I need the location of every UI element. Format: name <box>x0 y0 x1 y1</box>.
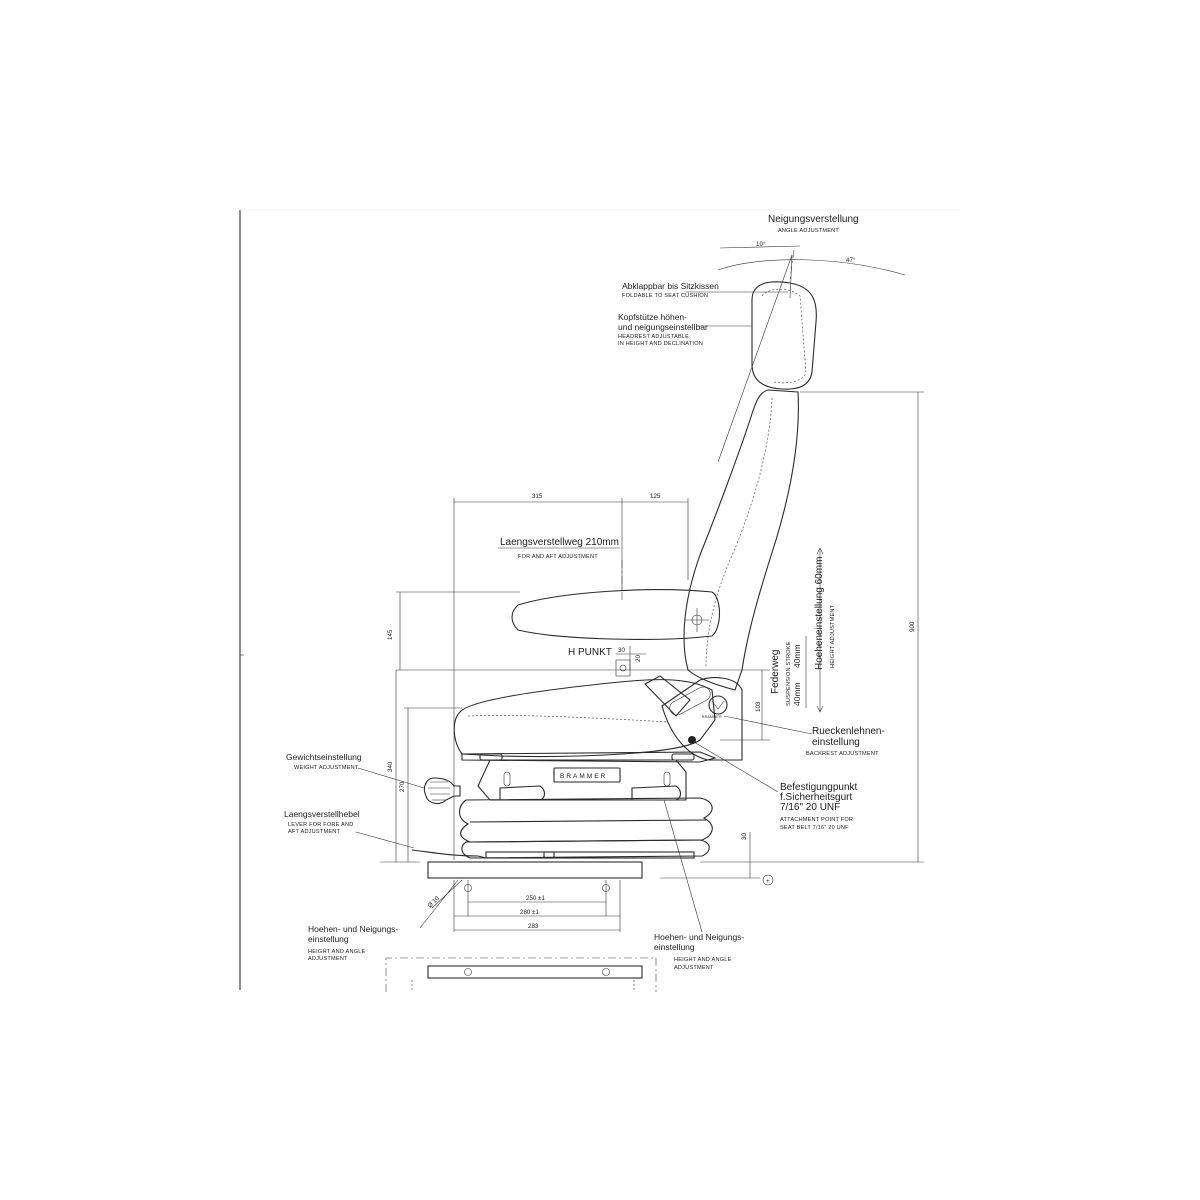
leader-lines <box>355 291 813 933</box>
dim-250: 250 ±1 <box>526 895 545 902</box>
ruecken-label-1: Rueckenlehnen- <box>812 726 885 737</box>
dim-20: 20 <box>635 655 642 662</box>
seat-cushion <box>453 675 743 763</box>
dim-30-h: 30 <box>618 647 625 654</box>
federweg-40-a: 40mm <box>792 644 802 668</box>
laengsweg-sub: FOR AND AFT ADJUSTMENT <box>518 554 598 560</box>
befestigung-sub-2: SEAT BELT 7/16" 20 UNF <box>780 825 849 831</box>
laengshebel-sub-1: LEVER FOR FORE AND <box>288 822 353 828</box>
base-plate <box>380 861 774 992</box>
laengshebel-sub-2: AFT ADJUSTMENT <box>288 829 340 835</box>
befestigung-sub-1: ATTACHMENT POINT FOR <box>780 817 853 823</box>
angle-10: 10° <box>756 241 766 248</box>
neigung-sub: ANGLE ADJUSTMENT <box>778 228 839 234</box>
abklappbar-sub: FOLDABLE TO SEAT CUSHION <box>622 293 708 299</box>
suspension-unit <box>411 753 713 859</box>
headrest <box>717 245 906 463</box>
federweg-sub: SUSPENSION STROKE <box>786 641 792 706</box>
backrest <box>511 389 799 691</box>
hoehen-neig-left-2: einstellung <box>308 934 349 944</box>
dim-145: 145 <box>387 629 394 640</box>
befestigung-label-3: 7/16" 20 UNF <box>780 802 840 813</box>
hoehe-sub: HEIGHT ADJUSTMENT <box>830 604 836 668</box>
neigung-label: Neigungsverstellung <box>768 214 859 225</box>
federweg-label: Federweg <box>770 650 781 694</box>
dim-315: 315 <box>532 493 543 500</box>
hoehe-label: Hoeheneinstellung 60mm <box>814 557 825 670</box>
befestigung-label-1: Befestigungpunkt <box>780 782 858 793</box>
dim-hole: Ø 10 <box>426 895 441 910</box>
ruecken-sub: BACKREST ADJUSTMENT <box>806 751 879 757</box>
gewicht-label: Gewichtseinstellung <box>286 752 362 762</box>
hoehen-neig-left-1: Hoehen- und Neigungs- <box>308 924 398 934</box>
gewicht-sub: WEIGHT ADJUSTMENT <box>294 765 359 771</box>
annotations: Neigungsverstellung ANGLE ADJUSTMENT 10°… <box>284 214 916 971</box>
brand-plate: BRAMMER <box>560 773 607 780</box>
dim-283: 283 <box>528 923 539 930</box>
dim-103: 103 <box>755 701 762 712</box>
hoehen-neig-left-sub-1: HEIGHT AND ANGLE <box>308 949 366 955</box>
kopfstuetze-label-1: Kopfstütze höhen- <box>618 312 687 322</box>
befestigung-label-2: f.Sicherheitsgurt <box>780 792 852 803</box>
kopfstuetze-sub-1: HEADREST ADJUSTABLE <box>618 334 689 340</box>
ruecken-label-2: einstellung <box>812 737 860 748</box>
drawing-frame <box>239 209 960 990</box>
hoehen-neig-right-sub-2: ADJUSTMENT <box>674 965 714 971</box>
dim-280: 280 ±1 <box>520 909 539 916</box>
dim-270: 270 <box>399 781 406 792</box>
dimension-lines <box>395 391 924 878</box>
hoehen-neig-left-sub-2: ADJUSTMENT <box>308 956 348 962</box>
dim-340: 340 <box>387 761 394 772</box>
angle-47: 47° <box>846 257 856 264</box>
laengsweg-label: Laengsverstellweg 210mm <box>500 537 619 548</box>
dim-30-v: 30 <box>741 833 748 840</box>
brand-small: BRAMMER <box>702 715 722 719</box>
dim-plus: + <box>766 878 770 885</box>
hoehen-neig-right-1: Hoehen- und Neigungs- <box>654 932 744 942</box>
kopfstuetze-sub-2: IN HEIGHT AND DECLINATION <box>618 341 703 347</box>
hoehen-neig-right-sub-1: HEIGHT AND ANGLE <box>674 957 732 963</box>
laengshebel-label: Laengsverstellhebel <box>284 809 360 819</box>
h-punkt-label: H PUNKT <box>568 647 612 658</box>
abklappbar-label: Abklappbar bis Sitzkissen <box>622 281 719 291</box>
kopfstuetze-label-2: und neigungseinstellbar <box>618 322 708 332</box>
hoehen-neig-right-2: einstellung <box>654 942 695 952</box>
federweg-40-b: 40mm <box>792 682 802 706</box>
dim-125: 125 <box>650 493 661 500</box>
dim-900: 900 <box>909 621 916 632</box>
